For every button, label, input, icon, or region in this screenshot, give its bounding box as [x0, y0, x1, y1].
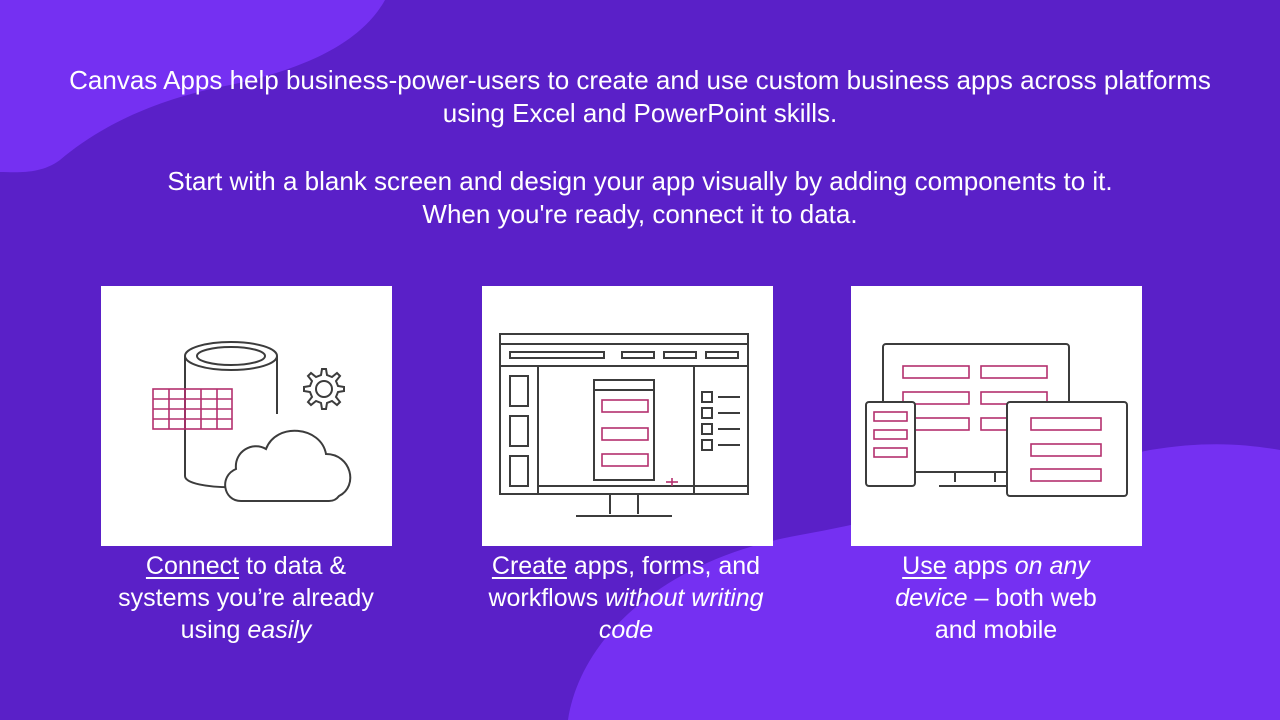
create-card: [482, 286, 773, 546]
use-card: [851, 286, 1142, 546]
connect-caption-text-3: using: [180, 616, 248, 644]
use-caption-text-1: apps: [946, 552, 1015, 580]
connect-card: [101, 286, 392, 546]
use-caption: Use apps on any device – both web and mo…: [826, 550, 1166, 646]
create-keyword: Create: [491, 552, 567, 580]
intro-line-3: Start with a blank screen and design you…: [167, 166, 1113, 196]
connect-caption-text-1: to data &: [239, 552, 347, 580]
connect-caption-italic: easily: [247, 616, 312, 644]
intro-paragraph-1: Canvas Apps help business-power-users to…: [40, 64, 1240, 130]
use-keyword: Use: [902, 552, 947, 580]
connect-caption-text-2: systems you’re already: [118, 584, 374, 612]
intro-line-1: Canvas Apps help business-power-users to…: [69, 65, 1211, 95]
use-caption-italic-1: on any: [1014, 552, 1090, 580]
multi-device-icon: [865, 343, 1128, 497]
app-designer-screen-icon: [499, 333, 749, 517]
intro-line-4: When you're ready, connect it to data.: [422, 199, 858, 229]
connect-caption: Connect to data & systems you’re already…: [76, 550, 416, 646]
create-caption: Create apps, forms, and workflows withou…: [456, 550, 796, 646]
connect-keyword: Connect: [145, 552, 240, 580]
intro-paragraph-2: Start with a blank screen and design you…: [40, 165, 1240, 231]
create-caption-italic-2: code: [598, 616, 654, 644]
background-blob-top-left: [0, 0, 385, 173]
use-caption-italic-2: device: [895, 584, 968, 612]
use-caption-text-3: and mobile: [934, 616, 1058, 644]
create-caption-text-1: apps, forms, and: [566, 552, 761, 580]
intro-line-2: using Excel and PowerPoint skills.: [442, 98, 838, 128]
create-caption-italic-1: without writing: [605, 584, 764, 612]
create-caption-text-2: workflows: [488, 584, 606, 612]
database-cloud-gear-icon: [152, 341, 352, 502]
use-caption-text-2: – both web: [967, 584, 1097, 612]
